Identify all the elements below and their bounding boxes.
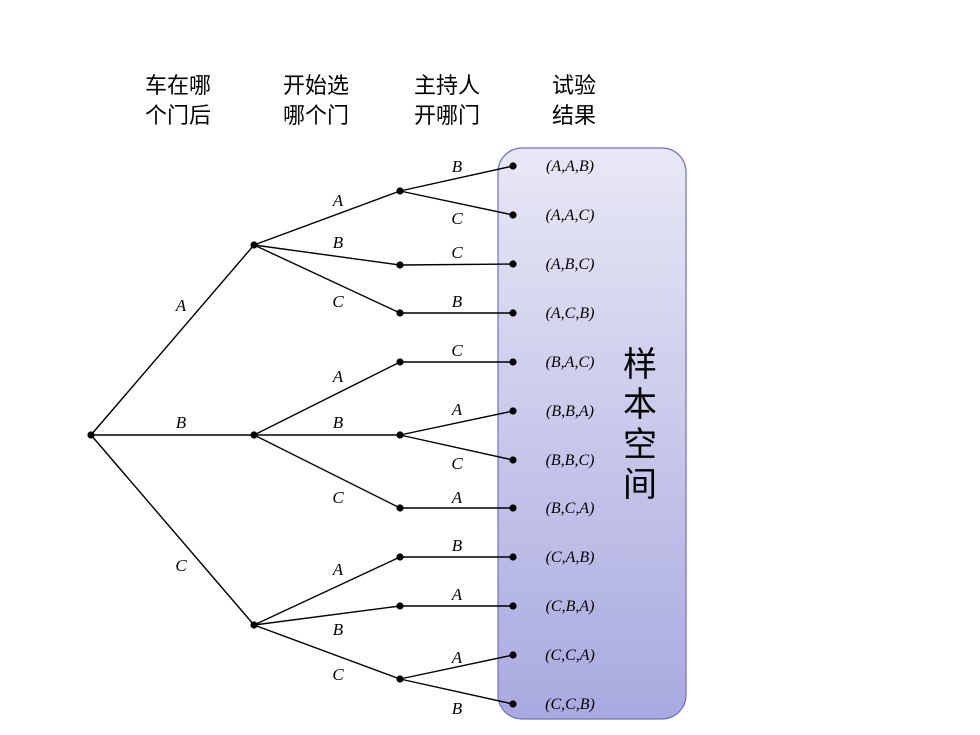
level2-node — [396, 358, 404, 366]
branch-car-C — [90, 434, 255, 626]
level2-node — [396, 431, 404, 439]
branch-host — [399, 165, 514, 192]
header-car-door-line2: 个门后 — [144, 104, 211, 129]
header-host-opens-line2: 开哪门 — [413, 104, 480, 129]
outcome-label: (A,A,C) — [546, 207, 595, 224]
branch-label-choice: B — [333, 620, 344, 639]
branch-choice — [253, 244, 401, 266]
branch-host — [399, 678, 514, 705]
branch-host — [399, 654, 514, 680]
level2-node — [396, 504, 404, 512]
outcome-label: (B,A,C) — [546, 354, 595, 371]
outcome-label: (B,B,A) — [546, 403, 594, 420]
branch-label-host: A — [451, 648, 463, 667]
branch-label-car: B — [176, 413, 187, 432]
root-node — [87, 431, 95, 439]
branch-car-A — [90, 244, 255, 436]
header-outcome-line2: 结果 — [551, 104, 596, 129]
branch-label-host: B — [452, 699, 463, 718]
branch-label-choice: B — [333, 233, 344, 252]
level2-node — [396, 602, 404, 610]
header-initial-choice-line1: 开始选 — [282, 74, 349, 99]
leaf-node — [509, 309, 517, 317]
level1-node — [250, 621, 258, 629]
branch-label-host: C — [451, 341, 463, 360]
branch-choice — [253, 624, 401, 680]
branch-label-choice: C — [332, 488, 344, 507]
branch-label-host: B — [452, 292, 463, 311]
sample-space-char-3: 空 — [623, 425, 657, 465]
branch-host — [399, 410, 514, 436]
sample-space-label: 样 本 空 间 — [620, 345, 660, 505]
sample-space-char-4: 间 — [623, 465, 657, 505]
outcome-label: (C,C,B) — [545, 696, 595, 713]
branch-label-choice: A — [332, 367, 344, 386]
branch-choice — [253, 434, 401, 509]
sample-space-box — [497, 147, 687, 720]
header-host-opens-line1: 主持人 — [413, 74, 480, 99]
leaf-node — [509, 260, 517, 268]
branch-label-choice: C — [332, 665, 344, 684]
branch-label-host: B — [452, 157, 463, 176]
leaf-node — [509, 358, 517, 366]
level2-node — [396, 261, 404, 269]
outcome-label: (C,A,B) — [546, 549, 595, 566]
header-host-opens: 主持人 开哪门 — [397, 72, 497, 132]
outcome-label: (A,B,C) — [546, 256, 595, 273]
level1-node — [250, 241, 258, 249]
outcome-label: (B,C,A) — [546, 500, 595, 517]
branch-label-host: A — [451, 585, 463, 604]
branch-label-choice: C — [332, 292, 344, 311]
level1-node — [250, 431, 258, 439]
branch-host — [399, 190, 514, 216]
branch-host — [399, 263, 514, 266]
header-initial-choice-line2: 哪个门 — [282, 104, 349, 129]
branch-label-host: C — [451, 209, 463, 228]
leaf-node — [509, 504, 517, 512]
header-outcome-line1: 试验 — [551, 74, 596, 99]
branch-choice — [253, 605, 401, 626]
leaf-node — [509, 407, 517, 415]
branch-choice — [253, 190, 401, 246]
outcome-label: (B,B,C) — [546, 452, 595, 469]
leaf-node — [509, 651, 517, 659]
leaf-node — [509, 456, 517, 464]
header-outcome: 试验 结果 — [524, 72, 624, 132]
header-car-door: 车在哪 个门后 — [128, 72, 228, 132]
branch-label-host: A — [451, 488, 463, 507]
leaf-node — [509, 211, 517, 219]
level2-node — [396, 187, 404, 195]
outcome-label: (C,C,A) — [545, 647, 595, 664]
branch-label-host: C — [451, 243, 463, 262]
branch-label-host: C — [451, 454, 463, 473]
branch-choice — [253, 361, 401, 436]
level2-node — [396, 553, 404, 561]
branch-choice — [253, 556, 401, 626]
leaf-node — [509, 553, 517, 561]
branch-label-choice: B — [333, 413, 344, 432]
branch-host — [399, 434, 514, 461]
level2-node — [396, 309, 404, 317]
branch-label-car: A — [175, 296, 187, 315]
leaf-node — [509, 700, 517, 708]
leaf-node — [509, 162, 517, 170]
branch-label-choice: A — [332, 191, 344, 210]
outcome-label: (A,C,B) — [546, 305, 595, 322]
level2-node — [396, 675, 404, 683]
outcome-label: (A,A,B) — [546, 158, 594, 175]
sample-space-char-1: 样 — [623, 345, 657, 385]
branch-label-car: C — [175, 556, 187, 575]
sample-space-char-2: 本 — [623, 385, 657, 425]
outcome-label: (C,B,A) — [546, 598, 595, 615]
leaf-node — [509, 602, 517, 610]
header-initial-choice: 开始选 哪个门 — [266, 72, 366, 132]
branch-label-host: B — [452, 536, 463, 555]
branch-label-choice: A — [332, 560, 344, 579]
branch-label-host: A — [451, 400, 463, 419]
branch-choice — [253, 244, 401, 314]
header-car-door-line1: 车在哪 — [144, 74, 211, 99]
